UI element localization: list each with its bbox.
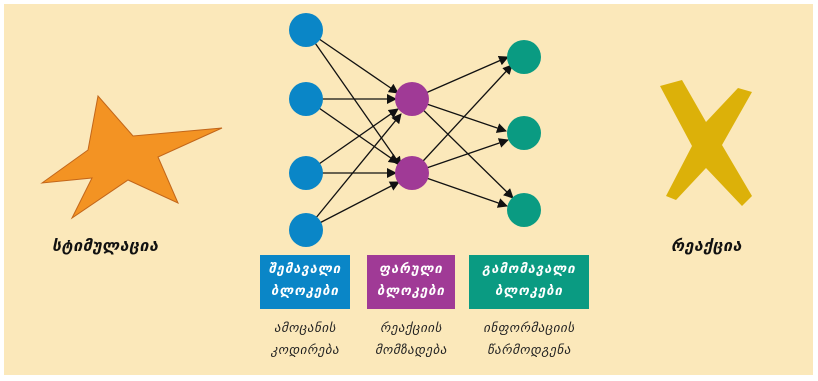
output-blocks-title: გამომავალი — [482, 262, 576, 277]
input-description-line1: ამოცანის — [274, 321, 336, 336]
output-blocks-box: გამომავალი ბლოკები — [469, 255, 589, 309]
hidden-description: რეაქციის მომზადება — [360, 318, 462, 362]
stimulus-label: სტიმულაცია — [52, 236, 159, 255]
output-node — [507, 193, 541, 227]
input-description-line2: კოდირება — [270, 343, 340, 358]
output-node — [507, 116, 541, 150]
hidden-node — [395, 82, 429, 116]
hidden-blocks-title: ფარული — [379, 262, 443, 277]
input-node — [289, 13, 323, 47]
input-description: ამოცანის კოდირება — [255, 318, 355, 362]
output-description: ინფორმაციის წარმოდგენა — [464, 318, 594, 362]
input-blocks-box: შემავალი ბლოკები — [260, 255, 350, 309]
output-description-line2: წარმოდგენა — [487, 343, 571, 358]
hidden-blocks-box: ფარული ბლოკები — [367, 255, 455, 309]
hidden-description-line2: მომზადება — [375, 343, 447, 358]
hidden-blocks-subtitle: ბლოკები — [377, 284, 445, 299]
hidden-node — [395, 156, 429, 190]
reaction-label: რეაქცია — [671, 236, 743, 255]
input-blocks-title: შემავალი — [268, 262, 342, 277]
output-blocks-subtitle: ბლოკები — [495, 284, 563, 299]
reaction-cross-shape — [660, 80, 752, 206]
output-description-line1: ინფორმაციის — [483, 321, 575, 336]
input-node — [289, 213, 323, 247]
hidden-description-line1: რეაქციის — [380, 321, 442, 336]
input-blocks-subtitle: ბლოკები — [271, 284, 339, 299]
output-node — [507, 40, 541, 74]
stimulus-star-shape — [40, 94, 223, 220]
connections — [305, 29, 514, 231]
input-node — [289, 82, 323, 116]
input-node — [289, 156, 323, 190]
